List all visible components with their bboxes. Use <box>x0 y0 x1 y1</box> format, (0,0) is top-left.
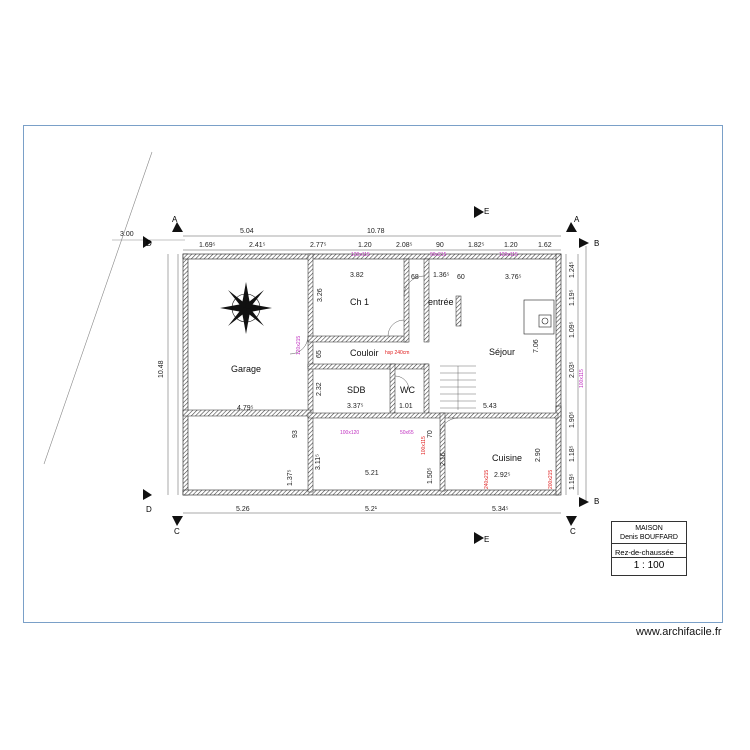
title-level: Rez-de-chaussée <box>615 548 674 557</box>
title-scale-divider <box>611 557 687 577</box>
room-sdb: SDB <box>347 385 366 395</box>
opening-w3: 120x115 <box>499 252 518 258</box>
dim-203: 2.03⁵ <box>569 361 576 378</box>
dim-543: 5.43 <box>483 403 497 410</box>
title-maison: MAISON <box>635 525 663 532</box>
dim-ch1-h: 3.26 <box>317 288 324 302</box>
dim-162: 1.62 <box>538 242 552 249</box>
property-line <box>43 151 153 465</box>
dim-sejour-w: 3.76⁵ <box>505 274 522 281</box>
dim-124: 1.24⁵ <box>569 261 576 278</box>
title-block: MAISON Denis BOUFFARD Rez-de-chaussée 1 … <box>611 521 687 576</box>
room-ch1: Ch 1 <box>350 297 369 307</box>
opening-w7: 240x215 <box>484 470 490 489</box>
couloir-height-note: hsp 240cm <box>385 350 409 356</box>
dim-68: 68 <box>411 274 419 281</box>
dim-garage-w: 4.79⁵ <box>237 405 254 412</box>
dim-119: 1.19⁵ <box>569 289 576 306</box>
section-e-top: E <box>484 207 489 216</box>
dim-241: 2.41⁵ <box>249 242 266 249</box>
drawing-sheet-border <box>23 125 723 623</box>
section-a-top-right: A <box>574 215 580 224</box>
interior-walls <box>182 253 559 493</box>
dim-ch1-w: 3.82 <box>350 272 364 279</box>
title-block-header: MAISON Denis BOUFFARD <box>612 522 686 544</box>
dim-60: 60 <box>457 274 465 281</box>
title-owner: Denis BOUFFARD <box>620 534 678 541</box>
opening-w10: 100x115 <box>579 369 585 388</box>
dim-bot-526: 5.26 <box>236 506 250 513</box>
section-b-bottom: B <box>594 497 599 506</box>
dim-entree-w: 1.36⁵ <box>433 272 450 279</box>
dim-190: 1.90⁵ <box>569 411 576 428</box>
room-cuisine: Cuisine <box>492 453 522 463</box>
dim-109: 1.09⁵ <box>569 321 576 338</box>
section-d-bottom: D <box>146 505 152 514</box>
dim-65: 65 <box>316 350 323 358</box>
opening-w9: 100x115 <box>421 436 427 455</box>
dim-top-504: 5.04 <box>240 228 254 235</box>
door-swings <box>289 275 459 437</box>
section-a-top-left: A <box>172 215 178 224</box>
dim-top-total: 10.78 <box>367 228 385 235</box>
dim-bot-534: 5.34⁵ <box>492 506 509 513</box>
dim-120b: 1.20 <box>504 242 518 249</box>
dim-521: 5.21 <box>365 470 379 477</box>
outer-walls <box>182 253 562 496</box>
section-c-bottom: C <box>570 527 576 536</box>
dim-70: 70 <box>427 430 434 438</box>
dim-150: 1.50⁵ <box>427 467 434 484</box>
stairs <box>440 365 476 410</box>
section-markers <box>143 206 589 544</box>
dim-216: 2.16 <box>440 452 447 466</box>
dim-706: 7.06 <box>533 339 540 353</box>
title-scale: 1 : 100 <box>633 560 665 571</box>
room-entree: entrée <box>428 297 454 307</box>
section-b-top: B <box>594 239 599 248</box>
dim-292: 2.92⁵ <box>494 472 511 479</box>
dim-120a: 1.20 <box>358 242 372 249</box>
dim-118: 1.18⁵ <box>569 445 576 462</box>
dim-left-1048: 10.48 <box>158 360 165 378</box>
dim-93: 93 <box>292 430 299 438</box>
section-d-top: D <box>146 239 152 248</box>
room-sejour: Séjour <box>489 347 515 357</box>
opening-w8: 200x215 <box>548 470 554 489</box>
opening-w5: 100x120 <box>340 430 359 436</box>
room-wc: WC <box>400 385 415 395</box>
dimension-lines <box>167 235 587 514</box>
dim-277: 2.77⁵ <box>310 242 327 249</box>
watermark-link[interactable]: www.archifacile.fr <box>636 626 722 638</box>
opening-w4: 120x215 <box>296 336 302 355</box>
room-garage: Garage <box>231 364 261 374</box>
dim-300: 3.00 <box>120 231 134 238</box>
opening-w1: 120x115 <box>351 252 370 258</box>
dim-290: 2.90 <box>535 448 542 462</box>
opening-w6: 50x65 <box>400 430 414 436</box>
opening-w2: 90x215 <box>430 252 447 258</box>
dim-208: 2.08⁵ <box>396 242 413 249</box>
compass-rose-icon <box>220 282 272 334</box>
section-e-bottom: E <box>484 535 489 544</box>
section-c-left: C <box>174 527 180 536</box>
dim-169: 1.69⁵ <box>199 242 216 249</box>
dim-182: 1.82⁵ <box>468 242 485 249</box>
dim-sdb-h: 2.32 <box>316 382 323 396</box>
room-couloir: Couloir <box>350 348 379 358</box>
dim-bot-521: 5.2¹ <box>365 506 378 513</box>
dim-311: 3.11⁵ <box>315 454 322 470</box>
dim-119b: 1.19⁵ <box>569 473 576 490</box>
dim-90: 90 <box>436 242 444 249</box>
dim-137: 1.37⁵ <box>287 469 294 486</box>
dim-sdb-area: 3.37⁵ <box>347 403 364 410</box>
dim-wc-w: 1.01 <box>399 403 413 410</box>
